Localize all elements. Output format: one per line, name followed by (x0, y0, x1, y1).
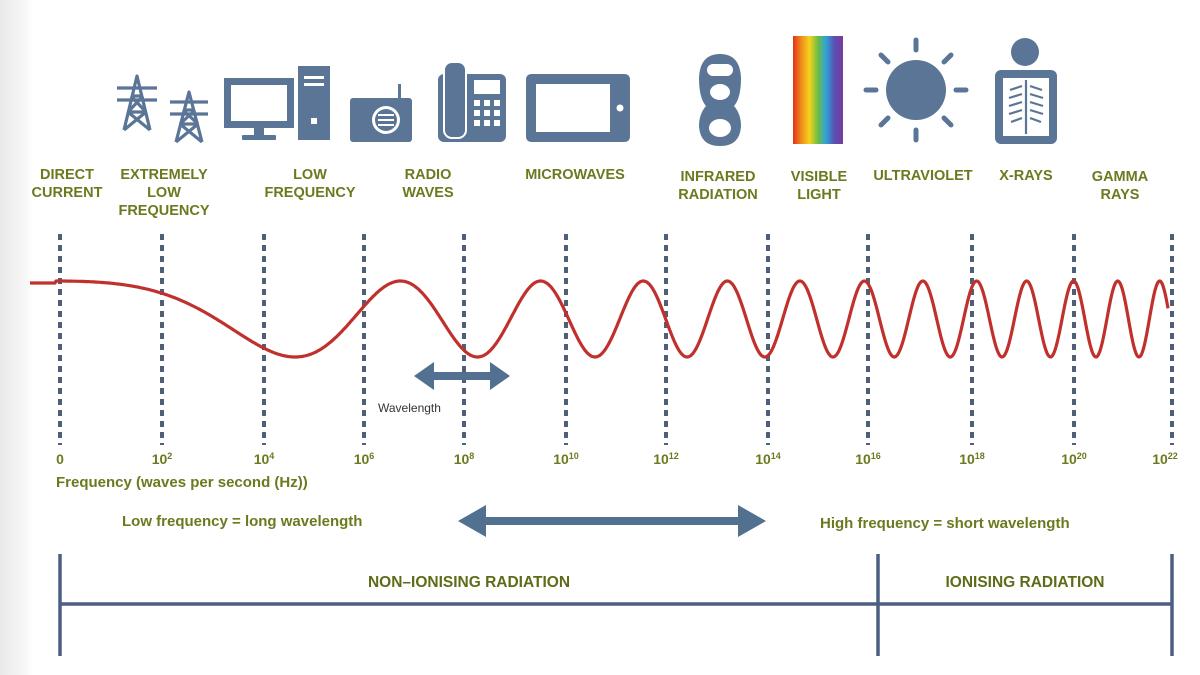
high-frequency-text: High frequency = short wavelength (820, 515, 1070, 532)
category-visible-light: VISIBLE LIGHT (790, 169, 848, 203)
radio-icon (350, 84, 412, 142)
tablet-icon (526, 74, 630, 142)
category-infrared-radiation: INFRARED RADIATION (678, 169, 758, 203)
power-tower-icon (117, 74, 208, 144)
category-microwaves: MICROWAVES (525, 167, 625, 183)
frequency-gridlines (58, 234, 1174, 445)
tick-label-1e14: 1014 (755, 451, 781, 467)
axis-label: Frequency (waves per second (Hz)) (56, 474, 308, 491)
tick-label-1e10: 1010 (553, 451, 579, 467)
wavelength-label: Wavelength (378, 401, 441, 415)
tick-label-1e2: 102 (151, 451, 173, 467)
tick-label-1e16: 1016 (855, 451, 881, 467)
tick-label-1e22: 1022 (1152, 451, 1178, 467)
remote-control-icon (699, 54, 741, 146)
wavelength-arrow (414, 362, 510, 390)
category-direct-current: DIRECT CURRENT (31, 167, 103, 201)
tick-label-1e8: 108 (453, 451, 475, 467)
category-gamma-rays: GAMMA RAYS (1091, 169, 1149, 203)
category-radio-waves: RADIO WAVES (402, 167, 454, 201)
tick-label-1e4: 104 (253, 451, 275, 467)
tick-label-1e18: 1018 (959, 451, 985, 467)
non-ionising-radiation-label: NON–IONISING RADIATION (367, 574, 571, 591)
category-extremely-low-frequency: EXTREMELY LOW FREQUENCY (118, 167, 210, 219)
ionising-radiation-label: IONISING RADIATION (945, 574, 1105, 591)
rainbow-spectrum-icon (793, 36, 843, 144)
tick-label-1e12: 1012 (653, 451, 679, 467)
category-low-frequency: LOW FREQUENCY (264, 167, 356, 201)
category-ultraviolet: ULTRAVIOLET (873, 168, 973, 184)
tick-label-1e20: 1020 (1061, 451, 1087, 467)
tick-label-1e6: 106 (353, 451, 375, 467)
low-frequency-text: Low frequency = long wavelength (122, 513, 363, 530)
frequency-wave (30, 279, 1170, 359)
frequency-comparison-arrow (458, 505, 766, 537)
computer-icon (224, 66, 330, 140)
category-x-rays: X-RAYS (999, 168, 1053, 184)
x-ray-person-icon (995, 38, 1057, 144)
sun-icon (863, 37, 969, 143)
tick-label-0: 0 (56, 451, 64, 467)
radiation-divider (58, 554, 1174, 656)
left-edge-shade (0, 0, 34, 675)
telephone-icon (438, 61, 506, 142)
